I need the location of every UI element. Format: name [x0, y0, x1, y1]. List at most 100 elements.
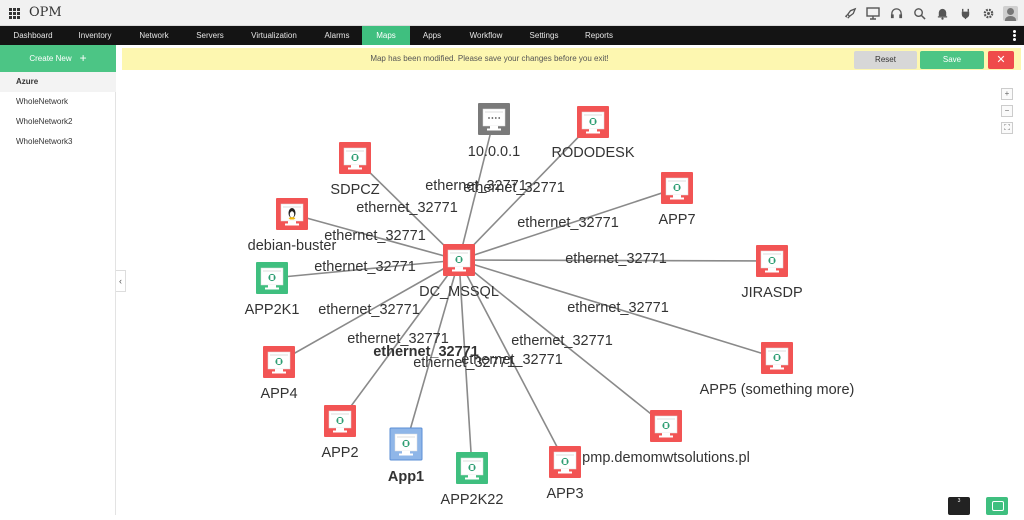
link-label-app2k1: ethernet_32771: [314, 259, 416, 275]
map-node-app2k1[interactable]: [256, 262, 288, 294]
link-label-app1: ethernet_32771: [373, 344, 479, 360]
top-bar: OPM: [0, 0, 1024, 26]
server-icon: [343, 147, 367, 170]
nav-tab-maps[interactable]: Maps: [362, 26, 410, 45]
link-label-app7: ethernet_32771: [517, 215, 619, 231]
create-new-label: Create New: [29, 54, 72, 63]
link-line-sdpcz[interactable]: [354, 157, 460, 261]
link-line-app4[interactable]: [278, 259, 460, 363]
map-node-app2[interactable]: [324, 405, 356, 437]
sidebar-item-wholenetwork2[interactable]: WholeNetwork2: [16, 117, 73, 126]
network-device-icon: [482, 108, 506, 131]
map-link-labels: ethernet_32771ethernet_32771ethernet_327…: [314, 178, 669, 371]
link-line-debian[interactable]: [291, 213, 460, 261]
link-line-app2k1[interactable]: [271, 259, 460, 279]
node-label-app4: APP4: [260, 386, 297, 402]
link-label-rododesk: ethernet_32771: [463, 180, 565, 196]
nav-tab-inventory[interactable]: Inventory: [78, 31, 112, 40]
map-node-app2k22[interactable]: [456, 452, 488, 484]
map-node-n10[interactable]: [478, 103, 510, 135]
node-label-app5: APP5 (something more): [700, 382, 855, 398]
link-label-debian: ethernet_32771: [324, 228, 426, 244]
server-icon: [553, 451, 577, 474]
more-options-icon[interactable]: [1013, 30, 1016, 41]
brand-logo-text[interactable]: OPM: [29, 5, 62, 20]
node-label-app3: APP3: [546, 486, 583, 502]
map-node-dc[interactable]: [443, 244, 475, 276]
node-label-app2: APP2: [321, 445, 358, 461]
save-button[interactable]: Save: [920, 51, 984, 69]
link-label-app2: ethernet_32771: [347, 331, 449, 347]
fit-screen-icon[interactable]: ⛶: [1001, 122, 1013, 134]
map-node-app5[interactable]: [761, 342, 793, 374]
link-line-pmp[interactable]: [458, 259, 667, 427]
server-icon: [760, 250, 784, 273]
reset-button[interactable]: Reset: [854, 51, 917, 69]
gear-icon[interactable]: [980, 5, 996, 21]
map-links: [271, 118, 778, 469]
link-label-jirasdp: ethernet_32771: [565, 251, 667, 267]
map-node-sdpcz[interactable]: [339, 142, 371, 174]
server-icon: [328, 410, 352, 433]
linux-server-icon: [280, 203, 304, 226]
nav-tab-virtualization[interactable]: Virtualization: [251, 31, 297, 40]
zoom-out-icon[interactable]: −: [1001, 105, 1013, 117]
server-icon: [581, 111, 605, 134]
nav-tab-alarms[interactable]: Alarms: [324, 31, 350, 40]
zoom-in-icon[interactable]: +: [1001, 88, 1013, 100]
link-label-app2k22: ethernet_32771: [413, 355, 515, 371]
sidebar-item-azure[interactable]: Azure: [0, 72, 116, 92]
chat-icon[interactable]: [986, 497, 1008, 515]
nav-tab-servers[interactable]: Servers: [196, 31, 224, 40]
sidebar-item-wholenetwork3[interactable]: WholeNetwork3: [16, 137, 73, 146]
link-line-app1[interactable]: [405, 259, 460, 445]
link-line-n10[interactable]: [458, 118, 495, 261]
plug-icon[interactable]: [957, 5, 973, 21]
app-grid-icon[interactable]: [9, 8, 20, 19]
map-node-jirasdp[interactable]: [756, 245, 788, 277]
nav-tab-dashboard[interactable]: Dashboard: [13, 31, 53, 40]
link-label-sdpcz: ethernet_32771: [356, 200, 458, 216]
search-icon[interactable]: [911, 5, 927, 21]
link-line-jirasdp[interactable]: [458, 259, 773, 262]
sidebar-item-wholenetwork[interactable]: WholeNetwork: [16, 97, 69, 106]
nav-tab-settings[interactable]: Settings: [529, 31, 559, 40]
map-node-debian[interactable]: [276, 198, 308, 230]
map-node-app3[interactable]: [549, 446, 581, 478]
link-line-app2[interactable]: [339, 259, 460, 422]
link-label-app3: ethernet_32771: [461, 352, 563, 368]
create-new-button[interactable]: Create New+: [0, 45, 116, 72]
link-line-app5[interactable]: [458, 259, 778, 359]
map-node-rododesk[interactable]: [577, 106, 609, 138]
link-line-rododesk[interactable]: [458, 121, 594, 261]
nav-tab-network[interactable]: Network: [139, 31, 169, 40]
node-label-debian: debian-buster: [248, 238, 337, 254]
nav-tab-workflow[interactable]: Workflow: [469, 31, 503, 40]
nav-tab-apps[interactable]: Apps: [422, 31, 442, 40]
map-node-pmp[interactable]: [650, 410, 682, 442]
headset-icon[interactable]: [888, 5, 904, 21]
monitor-icon[interactable]: [865, 5, 881, 21]
map-node-app1[interactable]: [389, 427, 423, 461]
node-label-n10: 10.0.0.1: [468, 144, 520, 160]
node-label-app7: APP7: [658, 212, 695, 228]
collapse-sidebar-chevron-left-icon[interactable]: ‹: [116, 270, 126, 292]
rocket-icon[interactable]: [842, 5, 858, 21]
link-line-app2k22[interactable]: [458, 259, 473, 469]
nav-tab-reports[interactable]: Reports: [584, 31, 613, 40]
map-node-app4[interactable]: [263, 346, 295, 378]
map-node-app7[interactable]: [661, 172, 693, 204]
main-nav-bar: Dashboard Inventory Network Servers Virt…: [0, 26, 1024, 45]
link-line-app3[interactable]: [458, 259, 566, 463]
close-icon[interactable]: ✕: [988, 51, 1014, 69]
server-icon: [267, 351, 291, 374]
link-line-app7[interactable]: [458, 187, 678, 261]
network-map-svg[interactable]: ethernet_32771ethernet_32771ethernet_327…: [126, 72, 1024, 515]
notification-count-tile[interactable]: 3: [948, 497, 970, 515]
link-label-app5: ethernet_32771: [567, 300, 669, 316]
user-avatar-icon[interactable]: [1003, 5, 1018, 21]
bell-icon[interactable]: [934, 5, 950, 21]
node-label-app1: App1: [388, 469, 424, 485]
node-label-app2k1: APP2K1: [245, 302, 300, 318]
